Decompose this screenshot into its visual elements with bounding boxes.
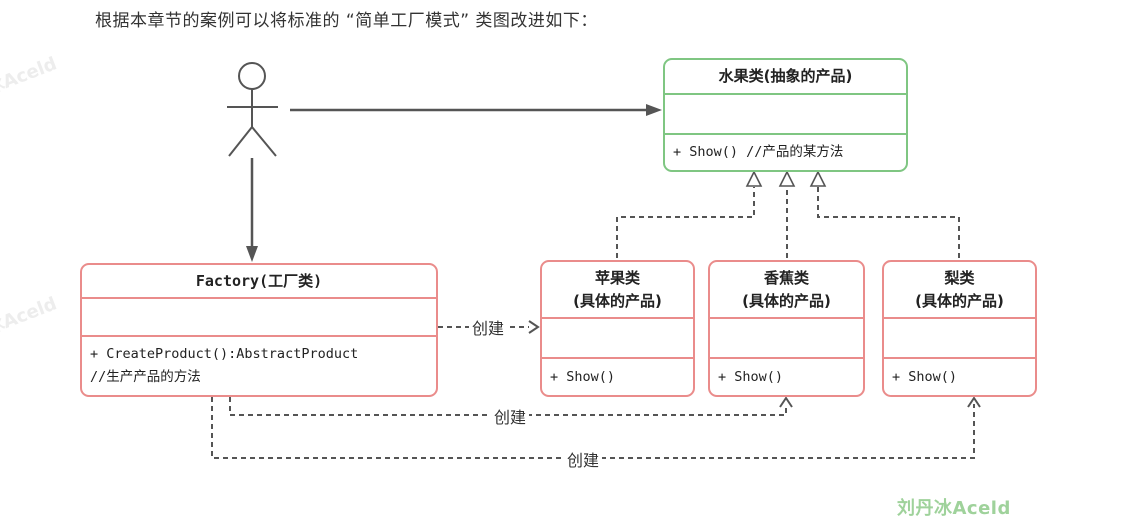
actor-to-fruit-arrow <box>290 104 662 116</box>
class-box-factory: Factory(工厂类) + CreateProduct():AbstractP… <box>80 263 438 397</box>
class-methods-apple: + Show() <box>542 357 693 395</box>
actor-to-factory-arrow <box>246 158 258 262</box>
method-item: //生产产品的方法 <box>90 369 201 385</box>
class-attributes-banana <box>710 317 863 357</box>
pear-realization-edge <box>817 187 960 258</box>
class-attributes-apple <box>542 317 693 357</box>
brand-watermark: 刘丹冰Aceld <box>897 498 1011 519</box>
method-item: + Show() //产品的某方法 <box>673 144 844 160</box>
realization-edges <box>616 187 960 258</box>
actor-figure <box>227 62 278 157</box>
class-box-banana: 香蕉类 (具体的产品) + Show() <box>708 260 865 397</box>
page-title: 根据本章节的案例可以将标准的 “简单工厂模式” 类图改进如下： <box>95 11 598 31</box>
method-item: + CreateProduct():AbstractProduct <box>90 346 359 362</box>
realization-arrowheads <box>745 170 827 187</box>
class-title-apple: 苹果类 (具体的产品) <box>542 262 693 317</box>
class-attributes-fruit <box>665 93 906 133</box>
class-title-text: Factory(工厂类) <box>195 271 323 290</box>
class-methods-factory: + CreateProduct():AbstractProduct //生产产品… <box>82 335 436 395</box>
class-title-banana: 香蕉类 (具体的产品) <box>710 262 863 317</box>
apple-realization-edge <box>616 187 755 258</box>
class-title-text: 水果类(抽象的产品) <box>718 67 853 85</box>
class-box-apple: 苹果类 (具体的产品) + Show() <box>540 260 695 397</box>
class-box-pear: 梨类 (具体的产品) + Show() <box>882 260 1037 397</box>
create-banana-edge <box>229 397 787 416</box>
class-title-text: 苹果类 <box>594 268 640 287</box>
class-attributes-pear <box>884 317 1035 357</box>
actor-body <box>227 89 278 157</box>
edge-label-create-pear: 创建 <box>563 447 603 471</box>
class-title-text: (具体的产品) <box>915 291 1004 310</box>
class-title-factory: Factory(工厂类) <box>82 265 436 297</box>
class-title-fruit: 水果类(抽象的产品) <box>665 60 906 93</box>
create-arrowheads <box>528 320 981 408</box>
class-title-text: (具体的产品) <box>573 291 662 310</box>
class-methods-pear: + Show() <box>884 357 1035 395</box>
class-title-text: (具体的产品) <box>742 291 831 310</box>
class-methods-banana: + Show() <box>710 357 863 395</box>
edge-label-create-banana: 创建 <box>490 404 530 428</box>
class-title-text: 香蕉类 <box>763 268 809 287</box>
class-box-fruit: 水果类(抽象的产品) + Show() //产品的某方法 <box>663 58 908 172</box>
class-title-pear: 梨类 (具体的产品) <box>884 262 1035 317</box>
method-item: + Show() <box>550 368 616 385</box>
actor-head <box>238 62 266 90</box>
class-methods-fruit: + Show() //产品的某方法 <box>665 133 906 170</box>
method-item: + Show() <box>718 368 784 385</box>
method-item: + Show() <box>892 368 958 385</box>
class-title-text: 梨类 <box>944 268 975 287</box>
edge-label-create-apple: 创建 <box>468 315 508 339</box>
class-attributes-factory <box>82 297 436 335</box>
